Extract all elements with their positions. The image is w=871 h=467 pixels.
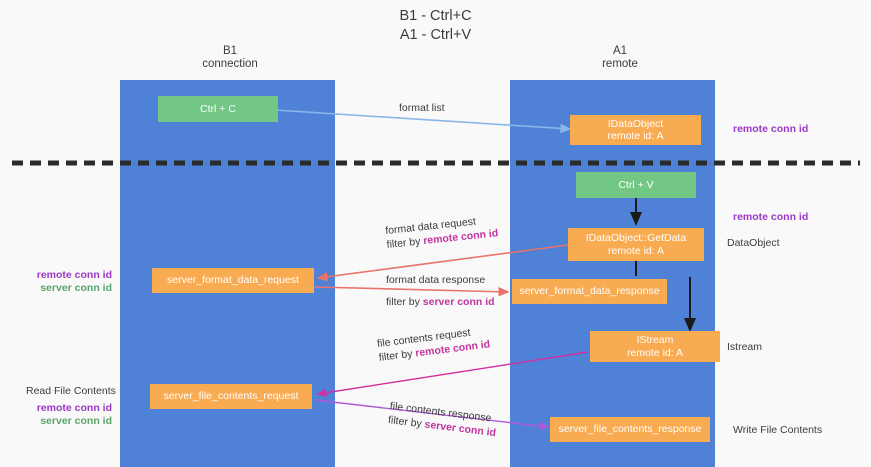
node-data-object-line1: IDataObject	[607, 117, 664, 130]
node-ctrl-v[interactable]: Ctrl + V	[576, 172, 696, 198]
node-server-format-data-response[interactable]: server_format_data_response	[512, 279, 667, 304]
fcreq-prefix: filter by	[378, 347, 417, 364]
flow-label-format-list-text: format list	[399, 102, 445, 114]
legend-remote-conn-id-bottom: remote conn id	[36, 402, 112, 414]
node-server-format-data-request-label: server_format_data_request	[167, 274, 299, 287]
node-server-format-data-response-label: server_format_data_response	[519, 285, 660, 298]
node-server-file-contents-request[interactable]: server_file_contents_request	[150, 384, 312, 409]
fdres-prefix: filter by	[386, 296, 423, 308]
node-server-file-contents-response-label: server_file_contents_response	[558, 423, 702, 436]
node-server-format-data-request[interactable]: server_format_data_request	[152, 268, 314, 293]
node-istream-line2: remote id: A	[626, 346, 684, 359]
node-ctrl-c[interactable]: Ctrl + C	[158, 96, 278, 122]
legend-remote-conn-id-mid: remote conn id	[36, 269, 112, 281]
node-ctrl-v-label: Ctrl + V	[618, 178, 654, 191]
flow-label-format-list: format list	[399, 101, 445, 115]
annotation-istream: Istream	[727, 341, 763, 353]
flow-label-format-data-response-line1: format data response	[386, 274, 486, 286]
legend-conn-id-mid: remote conn id server conn id	[0, 269, 112, 295]
node-data-object[interactable]: IDataObject remote id: A	[570, 115, 701, 145]
node-istream-line1: IStream	[636, 334, 674, 346]
lane-title-a1: A1 remote	[602, 45, 638, 70]
annotation-remote-conn-id-mid: remote conn id	[733, 211, 809, 223]
annotation-data-object: DataObject	[727, 237, 780, 249]
legend-conn-id-bottom: remote conn id server conn id	[0, 402, 112, 428]
node-ctrl-c-label: Ctrl + C	[200, 102, 236, 115]
fdreq-prefix: filter by	[386, 235, 424, 251]
annotation-remote-conn-id-top: remote conn id	[733, 123, 809, 135]
fdres-hl: server conn id	[422, 296, 495, 308]
diagram-title: B1 - Ctrl+C A1 - Ctrl+V	[399, 8, 472, 43]
flow-label-format-data-response: format data response filter by server co…	[386, 273, 495, 309]
flow-label-file-contents-response: file contents response filter by server …	[387, 399, 498, 440]
node-server-file-contents-request-label: server_file_contents_request	[163, 390, 299, 403]
flow-label-file-contents-request: file contents request filter by remote c…	[376, 323, 491, 364]
flow-label-format-data-request: format data request filter by remote con…	[385, 212, 499, 252]
annotation-write-file-contents: Write File Contents	[733, 424, 823, 436]
fcres-prefix: filter by	[387, 413, 426, 431]
node-get-data-line2: remote id: A	[607, 244, 665, 257]
annotation-read-file-contents: Read File Contents	[26, 385, 116, 397]
flow-label-format-data-response-line2: filter by server conn id	[386, 295, 495, 309]
node-get-data-line1: IDataObject::GetData	[585, 232, 687, 244]
node-data-object-line2: remote id: A	[607, 130, 664, 142]
node-istream[interactable]: IStream remote id: A	[590, 331, 720, 362]
lane-title-b1: B1 connection	[202, 45, 258, 70]
legend-server-conn-id-bottom: server conn id	[40, 415, 112, 427]
node-server-file-contents-response[interactable]: server_file_contents_response	[550, 417, 710, 442]
node-get-data[interactable]: IDataObject::GetData remote id: A	[568, 228, 704, 261]
legend-server-conn-id-mid: server conn id	[40, 282, 112, 294]
